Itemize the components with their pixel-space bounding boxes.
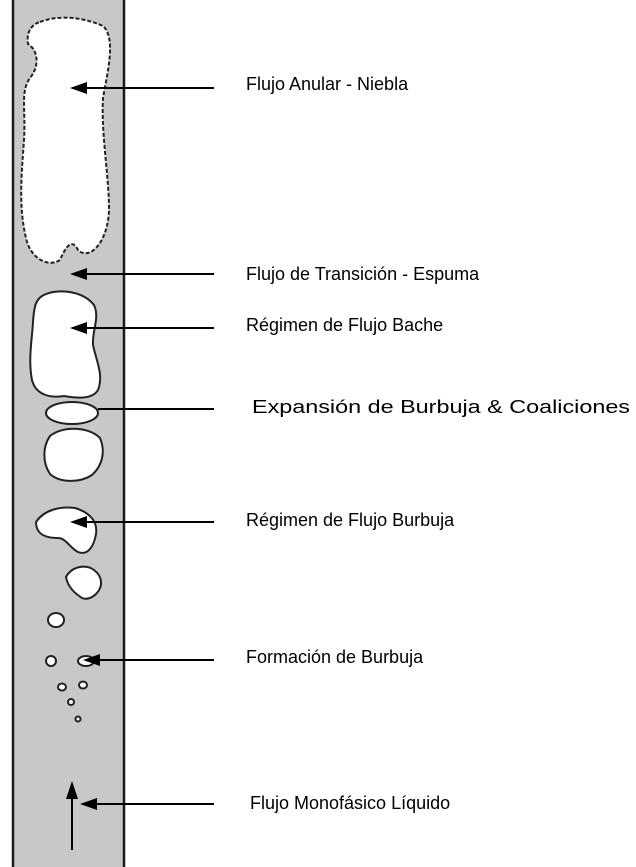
- label-single-phase-liquid: Flujo Monofásico Líquido: [250, 793, 450, 813]
- label-bubble-formation: Formación de Burbuja: [246, 647, 424, 667]
- label-annular-mist: Flujo Anular - Niebla: [246, 74, 409, 94]
- expansion-bubble-small: [46, 402, 98, 424]
- labels: Flujo Anular - Niebla Flujo de Transició…: [246, 74, 630, 813]
- formation-bubble: [58, 684, 66, 691]
- label-bubble-regime: Régimen de Flujo Burbuja: [246, 510, 455, 530]
- formation-bubble: [46, 656, 56, 666]
- formation-bubble: [79, 682, 87, 689]
- formation-bubble: [76, 717, 81, 722]
- formation-bubble: [68, 699, 74, 705]
- formation-bubble: [48, 613, 64, 627]
- label-slug-regime: Régimen de Flujo Bache: [246, 315, 443, 335]
- label-transition-foam: Flujo de Transición - Espuma: [246, 264, 480, 284]
- label-bubble-expansion: Expansión de Burbuja & Coaliciones: [252, 397, 630, 417]
- expansion-bubble-large: [44, 429, 102, 481]
- slug-bubble: [30, 291, 100, 397]
